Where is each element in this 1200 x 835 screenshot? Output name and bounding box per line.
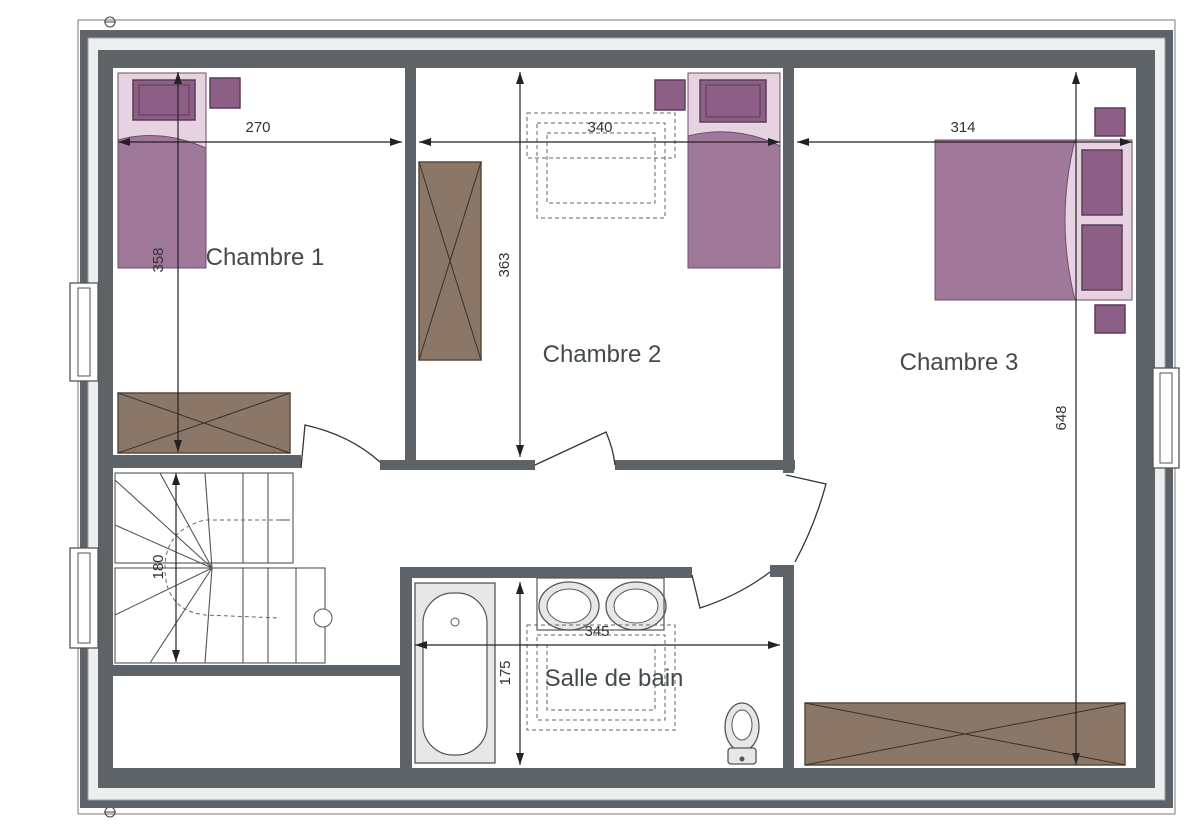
interior-walls — [113, 68, 795, 768]
dimension-lines — [118, 72, 1132, 765]
window-chambre1 — [69, 282, 99, 382]
stair-post — [313, 608, 333, 628]
vanity — [536, 577, 665, 631]
chambre1-furniture — [117, 72, 291, 454]
nightstand-chambre3-top — [1094, 107, 1126, 137]
door-chambre2 — [534, 431, 616, 466]
room-label-salle-de-bain: Salle de bain — [545, 665, 684, 692]
room-labels: Chambre 1 Chambre 2 Chambre 3 Salle de b… — [206, 244, 1019, 692]
skylight-chambre2 — [526, 112, 676, 159]
room-label-chambre3: Chambre 3 — [900, 349, 1019, 376]
nightstand-chambre1 — [209, 77, 241, 109]
toilet — [724, 702, 760, 765]
chambre2-furniture — [418, 72, 781, 361]
window-chambre3 — [1152, 367, 1180, 469]
door-bath — [691, 571, 771, 609]
dim-chambre2-width: 340 — [587, 119, 612, 136]
dim-bath-depth: 175 — [497, 660, 514, 685]
dim-chambre3-depth: 648 — [1053, 405, 1070, 430]
dim-chambre2-depth: 363 — [496, 252, 513, 277]
chambre3-furniture — [804, 107, 1133, 766]
dim-chambre3-width: 314 — [950, 119, 975, 136]
nightstand-chambre3-bottom — [1094, 304, 1126, 334]
dimension-labels: 270 340 314 358 363 648 180 345 175 — [150, 119, 1070, 686]
door-chambre1 — [300, 424, 381, 469]
staircase — [114, 472, 333, 664]
room-label-chambre2: Chambre 2 — [543, 341, 662, 368]
dim-bath-width: 345 — [584, 623, 609, 640]
reference-lines — [77, 16, 1176, 818]
window-stair — [69, 547, 99, 649]
dim-chambre1-depth: 358 — [150, 247, 167, 272]
dim-stair-width: 180 — [150, 554, 167, 579]
room-label-chambre1: Chambre 1 — [206, 244, 325, 271]
door-chambre3 — [785, 474, 827, 563]
windows — [69, 282, 1180, 649]
dim-chambre1-width: 270 — [245, 119, 270, 136]
nightstand-chambre2 — [654, 79, 686, 111]
bathroom-fixtures — [414, 577, 760, 765]
doors — [300, 424, 827, 609]
